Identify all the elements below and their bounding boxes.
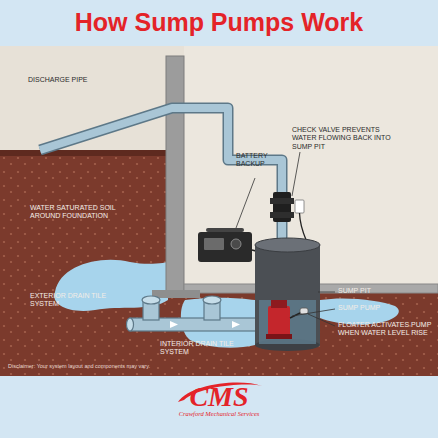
logo-tagline: Crawford Mechanical Services [139, 410, 299, 418]
discharge-pipe [40, 108, 282, 250]
part-label: SUMP PIT [338, 287, 428, 295]
part-label: EXTERIOR DRAIN TILE SYSTEM [30, 292, 110, 309]
disclaimer-note: Disclaimer: Your system layout and compo… [8, 363, 248, 370]
battery-backup [198, 228, 262, 262]
sump-pump [266, 300, 308, 339]
soil [0, 150, 438, 376]
callout-note: CHECK VALVE PREVENTS WATER FLOWING BACK … [292, 126, 396, 151]
ground-surface [0, 150, 168, 156]
discharge-pipe [40, 108, 282, 250]
diagram-title: How Sump Pumps Work [0, 8, 438, 37]
wall-footing [152, 290, 200, 298]
soil-texture [0, 150, 438, 376]
scene-background [0, 46, 438, 376]
sump-pit [255, 238, 320, 351]
check-valve [270, 192, 294, 222]
basement-interior [184, 46, 438, 286]
leader-line [236, 152, 335, 326]
part-label: SUMP PUMP [338, 304, 428, 312]
part-label: DISCHARGE PIPE [28, 76, 108, 84]
logo-text: CMS [169, 380, 269, 414]
part-label: BATTERY BACKUP [236, 152, 280, 169]
groundwater [320, 298, 399, 324]
foundation-wall [166, 56, 184, 294]
drain-tile-pipe [127, 296, 271, 331]
part-label: INTERIOR DRAIN TILE SYSTEM [160, 340, 250, 357]
groundwater [54, 260, 168, 311]
callout-note: FLOATER ACTIVATES PUMP WHEN WATER LEVEL … [338, 321, 434, 338]
footer-band [0, 376, 438, 438]
part-label: WATER SATURATED SOIL AROUND FOUNDATION [30, 204, 130, 221]
